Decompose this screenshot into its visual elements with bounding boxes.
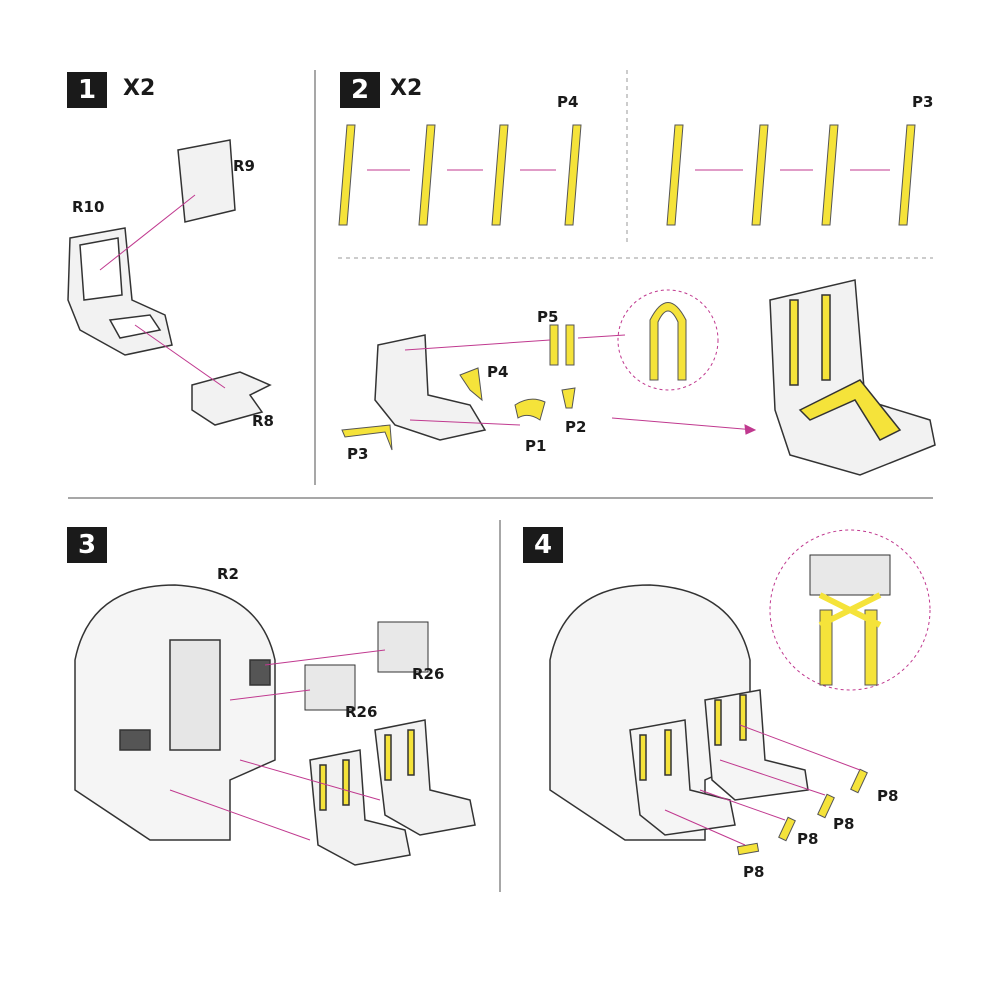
- leader-lines: [99, 194, 226, 389]
- part-label-r26: R26: [345, 703, 378, 721]
- part-label-p4: P4: [487, 363, 509, 381]
- detail-belt-loop: [649, 302, 687, 381]
- step2-part-p1: [514, 398, 546, 421]
- detail-callout: [617, 289, 719, 391]
- belt-strap: [564, 124, 582, 226]
- leader-lines: [664, 724, 861, 846]
- belt-strap: [821, 124, 839, 226]
- step3-seats: [309, 719, 476, 866]
- part-label-p8: P8: [877, 787, 899, 805]
- belt-sequence: [338, 124, 916, 226]
- part-label-r8: R8: [252, 412, 274, 430]
- step2-part-p4: [459, 367, 483, 402]
- step2-part-p5: [549, 324, 575, 366]
- part-label-p8: P8: [743, 863, 765, 881]
- detail-harness: [809, 554, 891, 686]
- part-label-p4: P4: [557, 93, 579, 111]
- belt-strap: [338, 124, 356, 226]
- step3-cockpit-r2: [74, 584, 276, 841]
- belt-strap: [751, 124, 769, 226]
- part-label-p2: P2: [565, 418, 587, 436]
- step4-p8-parts: [736, 768, 868, 856]
- step-number-4: 4: [523, 527, 563, 563]
- leader-lines: [169, 649, 386, 841]
- step1-part-r9: [177, 139, 236, 223]
- step2-part-p3: [341, 424, 393, 451]
- step-number-3: 3: [67, 527, 107, 563]
- belt-strap: [491, 124, 509, 226]
- part-label-p8: P8: [833, 815, 855, 833]
- part-label-r2: R2: [217, 565, 239, 583]
- belt-strap: [898, 124, 916, 226]
- part-label-p3: P3: [912, 93, 934, 111]
- part-label-r9: R9: [233, 157, 255, 175]
- part-label-r26: R26: [412, 665, 445, 683]
- step4-cockpit: [549, 584, 809, 841]
- part-label-p1: P1: [525, 437, 547, 455]
- belt-strap: [418, 124, 436, 226]
- leader-lines: [404, 334, 757, 435]
- step2-finished-seat: [769, 279, 936, 476]
- step-number-2: 2: [340, 72, 380, 108]
- step2-multiplier: X2: [390, 76, 423, 101]
- step1-cushion-r8: [191, 371, 272, 426]
- step3-r26-parts: [304, 621, 429, 711]
- part-label-p5: P5: [537, 308, 559, 326]
- detail-callout: [769, 529, 931, 691]
- step1-seat-r10: [67, 227, 173, 356]
- step2-part-p2: [561, 387, 576, 409]
- step-number-1: 1: [67, 72, 107, 108]
- step1-multiplier: X2: [123, 76, 156, 101]
- part-label-r10: R10: [72, 198, 105, 216]
- part-label-p8: P8: [797, 830, 819, 848]
- belt-strap: [666, 124, 684, 226]
- step2-seat: [374, 334, 487, 441]
- part-label-p3: P3: [347, 445, 369, 463]
